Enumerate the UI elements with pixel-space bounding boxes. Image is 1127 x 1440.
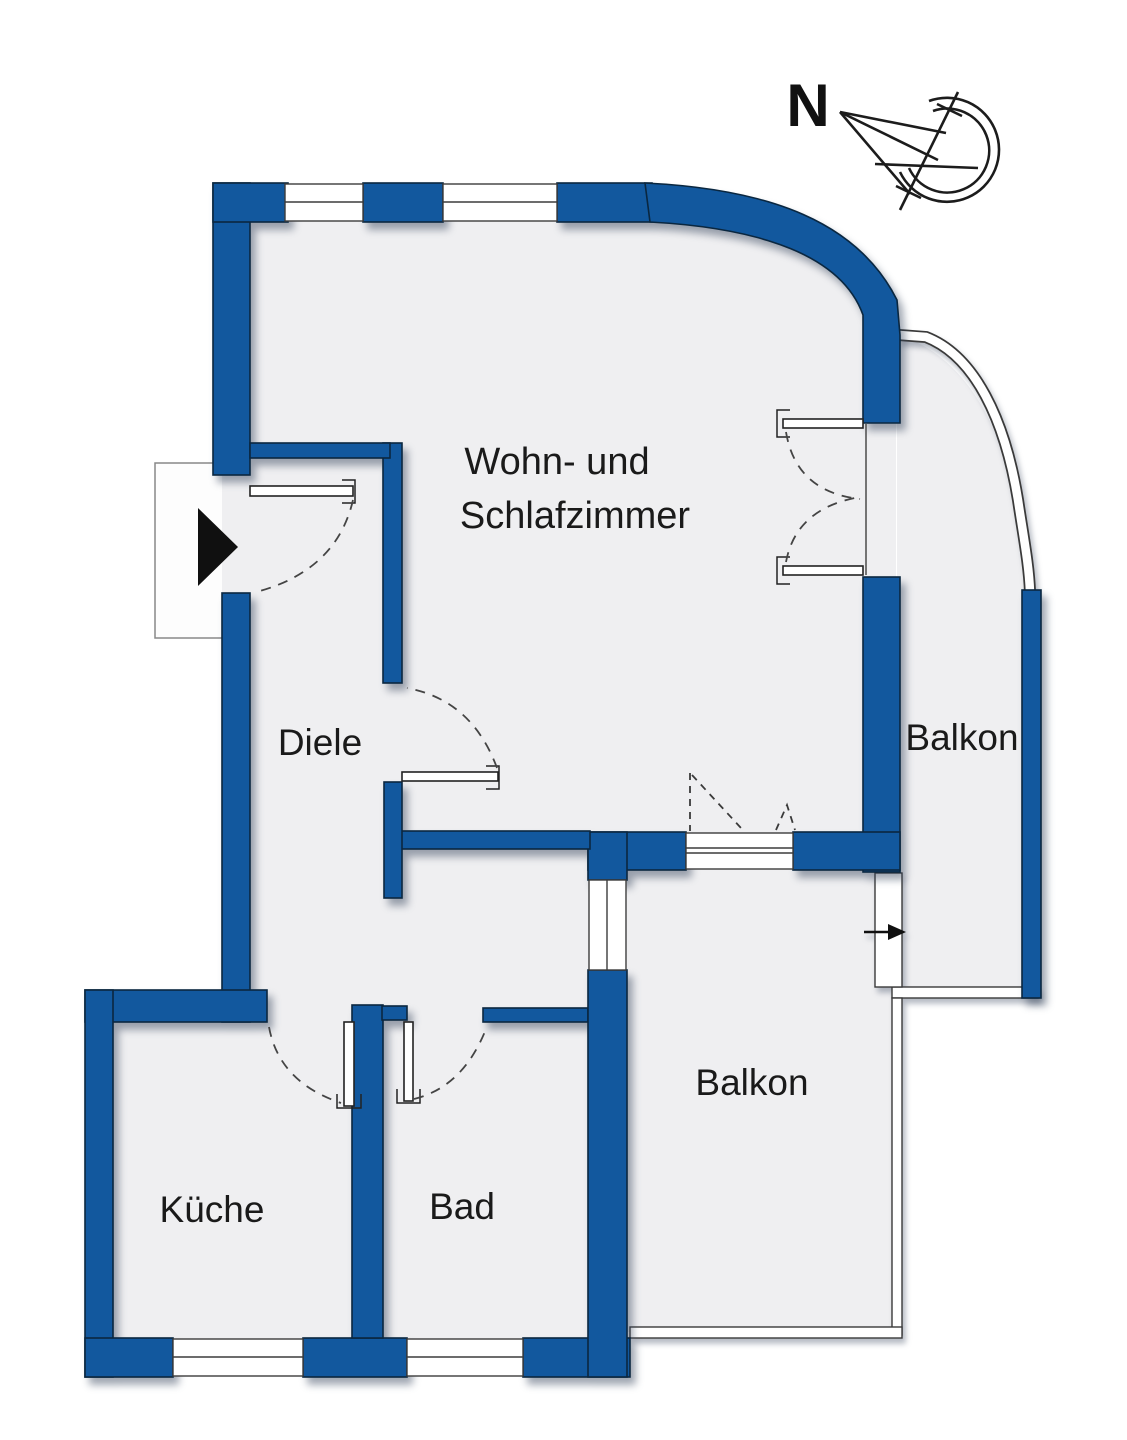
balcony-access-arrow — [864, 924, 906, 940]
wall-kitchen-north — [84, 989, 268, 1023]
walls — [84, 182, 1042, 1378]
balcony-door-bottom — [685, 832, 794, 870]
wall-bath-north — [482, 1007, 589, 1023]
wall-south-a — [84, 1337, 174, 1378]
window-hallway-balcony — [588, 879, 627, 971]
wall-top-a — [212, 182, 289, 223]
hallway-living-door-leaf — [401, 771, 499, 782]
balcony-bottom-right-railing — [891, 997, 903, 1336]
wall-kitchen-bath-divider — [351, 1004, 384, 1339]
windows — [172, 183, 794, 1377]
window-kitchen-south — [172, 1338, 304, 1377]
entrance-door — [249, 479, 356, 592]
french-door-swing-arc-top — [785, 431, 861, 500]
wall-balcony-right-strip — [1021, 589, 1042, 999]
entrance-door-leaf — [249, 485, 354, 497]
balcony-railings — [629, 329, 1039, 1339]
balcony-right-bottom-railing — [891, 986, 1039, 999]
bathroom-label: Bad — [429, 1186, 495, 1227]
hallway-label: Diele — [278, 722, 362, 763]
hallway-living-door-swing-arc — [406, 687, 498, 769]
wall-living-south-right — [792, 831, 901, 871]
wall-right-lower — [862, 576, 901, 873]
balcony-right-label: Balkon — [905, 717, 1018, 758]
hallway-floor — [228, 443, 600, 1030]
french-door-stop-bottom — [776, 556, 790, 585]
compass-rose — [839, 91, 1001, 211]
balcony-bottom-railing — [629, 1326, 903, 1339]
bathroom-door-swing-arc — [413, 1028, 487, 1100]
room-labels: Wohn- und Schlafzimmer Diele Küche Bad B… — [160, 441, 1019, 1230]
bathroom-door-stop — [396, 1089, 421, 1104]
hallway-living-door — [401, 687, 500, 790]
balcony-right-floor — [897, 335, 1031, 990]
window-bath-south — [406, 1338, 524, 1377]
french-door-stop-top — [776, 409, 790, 438]
doors — [249, 409, 867, 1109]
french-door-swing-arc-bottom — [785, 496, 861, 563]
balcony-door-tilt-marks — [689, 773, 796, 831]
wall-hallway-south-thin — [394, 830, 591, 850]
french-door-leaf-bottom — [782, 565, 864, 576]
bathroom-door — [396, 1021, 487, 1104]
wall-hallway-north-thin — [249, 442, 391, 459]
balcony-bottom-label: Balkon — [695, 1062, 808, 1103]
compass: N — [786, 72, 1001, 211]
wall-hallway-living-lower — [383, 781, 403, 899]
bathroom-door-leaf — [403, 1021, 414, 1102]
kitchen-door-swing-arc — [268, 1026, 342, 1104]
wall-living-south-chunk — [587, 831, 628, 881]
wall-south-pier — [302, 1337, 408, 1378]
entrance-arrow — [198, 508, 238, 586]
wall-left-upper — [212, 182, 251, 476]
wall-kitchen-west — [84, 989, 114, 1378]
north-label: N — [786, 72, 829, 139]
entrance-door-stop — [342, 479, 356, 504]
balcony-bottom-floor — [627, 850, 897, 1332]
kitchen-door-leaf — [343, 1021, 355, 1107]
wall-hallway-living-upper — [382, 442, 403, 684]
window-top-2 — [442, 183, 558, 222]
kitchen-label: Küche — [160, 1189, 265, 1230]
living-room-label-line1: Wohn- und — [464, 441, 649, 483]
french-door-leaf-top — [782, 418, 864, 429]
wall-bath-north-stub — [381, 1005, 408, 1021]
kitchen-door — [268, 1021, 362, 1109]
wall-top-pier — [362, 182, 444, 223]
wall-left-middle — [221, 592, 251, 1023]
wall-bath-east — [587, 969, 628, 1378]
french-door-balcony-right — [776, 409, 867, 585]
wall-top-b — [556, 182, 653, 223]
window-top-1 — [284, 183, 364, 222]
balcony-right-curved-railing-inner — [898, 330, 1035, 593]
wall-curved-northeast — [644, 182, 901, 424]
living-room-label-line2: Schlafzimmer — [460, 495, 690, 537]
kitchen-door-stop — [336, 1094, 362, 1109]
hallway-living-door-stop — [486, 765, 500, 790]
